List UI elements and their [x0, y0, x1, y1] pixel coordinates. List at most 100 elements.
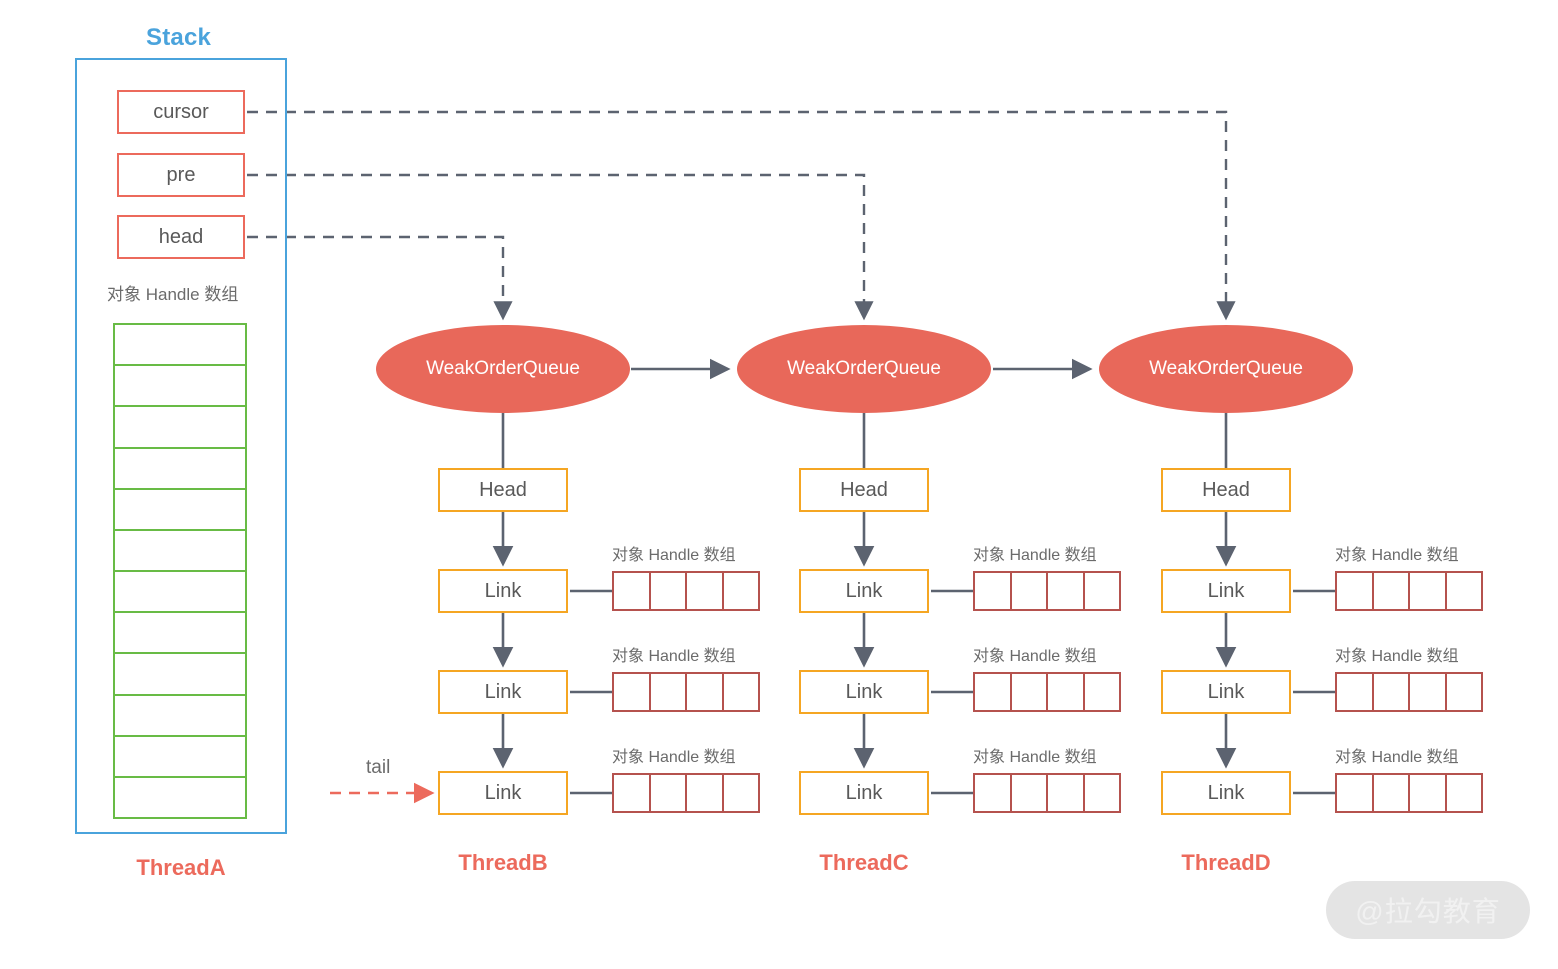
thread-label-d: ThreadD: [1181, 850, 1271, 875]
thread-label-a: ThreadA: [136, 855, 226, 880]
handle-array-label-c-3: 对象 Handle 数组: [973, 749, 1097, 766]
handle-array-d-2: [1335, 672, 1483, 712]
handle-cell: [687, 674, 724, 710]
handle-cell: [614, 775, 651, 811]
stack-handle-cell: [115, 737, 245, 778]
head-node-label: Head: [479, 478, 527, 501]
stack-handle-array-label: 对象 Handle 数组: [107, 285, 239, 304]
link-node-label: Link: [484, 781, 522, 804]
tail-pointer-label: tail: [366, 757, 391, 778]
handle-array-label-b-1: 对象 Handle 数组: [612, 547, 736, 564]
head-node-b[interactable]: Head: [438, 468, 568, 512]
thread-label-c: ThreadC: [819, 850, 909, 875]
connector-cursor-to-queue-d: [247, 110, 1236, 321]
link-node-d-1[interactable]: Link: [1161, 569, 1291, 613]
head-node-d[interactable]: Head: [1161, 468, 1291, 512]
link-node-c-3[interactable]: Link: [799, 771, 929, 815]
link-node-b-2[interactable]: Link: [438, 670, 568, 714]
weak-order-queue-label: WeakOrderQueue: [787, 358, 941, 379]
stack-handle-cell: [115, 531, 245, 573]
stack-pointer-pre-label: pre: [166, 163, 196, 186]
handle-array-c-2: [973, 672, 1121, 712]
link-node-c-1[interactable]: Link: [799, 569, 929, 613]
handle-array-c-1: [973, 571, 1121, 611]
handle-array-c-3: [973, 773, 1121, 813]
handle-cell: [724, 674, 759, 710]
stack-handle-cell: [115, 778, 245, 817]
stack-handle-cell: [115, 490, 245, 531]
link-node-label: Link: [1207, 781, 1245, 804]
handle-array-label-b-2: 对象 Handle 数组: [612, 648, 736, 665]
handle-cell: [1048, 674, 1085, 710]
weak-order-queue-c[interactable]: WeakOrderQueue: [737, 325, 991, 413]
handle-cell: [1410, 775, 1447, 811]
watermark-text: @拉勾教育: [1355, 896, 1501, 927]
stack-title: Stack: [146, 24, 212, 51]
handle-cell: [1337, 775, 1374, 811]
link-node-label: Link: [845, 680, 883, 703]
stack-handle-array: [113, 323, 247, 819]
handle-array-label-d-1: 对象 Handle 数组: [1335, 547, 1459, 564]
link-node-d-2[interactable]: Link: [1161, 670, 1291, 714]
handle-cell: [1085, 674, 1120, 710]
handle-cell: [1048, 775, 1085, 811]
handle-array-d-3: [1335, 773, 1483, 813]
handle-array-d-1: [1335, 571, 1483, 611]
handle-cell: [1447, 674, 1482, 710]
handle-cell: [1410, 573, 1447, 609]
handle-cell: [1374, 775, 1410, 811]
handle-cell: [1085, 573, 1120, 609]
link-node-label: Link: [1207, 579, 1245, 602]
handle-cell: [651, 674, 687, 710]
stack-pointer-pre[interactable]: pre: [117, 153, 245, 197]
handle-cell: [1374, 674, 1410, 710]
stack-container: [75, 58, 287, 834]
stack-pointer-head-label: head: [158, 225, 204, 248]
weak-order-queue-label: WeakOrderQueue: [426, 358, 580, 379]
handle-array-b-2: [612, 672, 760, 712]
link-node-label: Link: [845, 579, 883, 602]
weak-order-queue-label: WeakOrderQueue: [1149, 358, 1303, 379]
link-node-label: Link: [484, 680, 522, 703]
stack-handle-cell: [115, 325, 245, 367]
handle-cell: [687, 775, 724, 811]
handle-cell: [1447, 573, 1482, 609]
thread-label-b: ThreadB: [458, 850, 548, 875]
stack-handle-cell: [115, 572, 245, 614]
handle-cell: [1012, 573, 1048, 609]
link-node-b-3[interactable]: Link: [438, 771, 568, 815]
handle-array-b-3: [612, 773, 760, 813]
stack-pointer-cursor[interactable]: cursor: [117, 90, 245, 134]
weak-order-queue-b[interactable]: WeakOrderQueue: [376, 325, 630, 413]
handle-cell: [1447, 775, 1482, 811]
head-node-label: Head: [1202, 478, 1250, 501]
stack-pointer-cursor-label: cursor: [153, 100, 209, 123]
handle-cell: [1337, 573, 1374, 609]
handle-cell: [1048, 573, 1085, 609]
watermark: @拉勾教育: [1326, 881, 1530, 939]
handle-array-label-b-3: 对象 Handle 数组: [612, 749, 736, 766]
stack-handle-cell: [115, 449, 245, 490]
handle-array-label-c-1: 对象 Handle 数组: [973, 547, 1097, 564]
stack-pointer-head[interactable]: head: [117, 215, 245, 259]
handle-cell: [614, 674, 651, 710]
handle-cell: [975, 775, 1012, 811]
link-node-label: Link: [484, 579, 522, 602]
handle-cell: [724, 573, 759, 609]
handle-array-label-d-2: 对象 Handle 数组: [1335, 648, 1459, 665]
link-node-b-1[interactable]: Link: [438, 569, 568, 613]
handle-array-label-c-2: 对象 Handle 数组: [973, 648, 1097, 665]
head-node-label: Head: [840, 478, 888, 501]
handle-cell: [1012, 674, 1048, 710]
handle-cell: [975, 573, 1012, 609]
handle-cell: [1085, 775, 1120, 811]
handle-array-label-d-3: 对象 Handle 数组: [1335, 749, 1459, 766]
handle-cell: [651, 775, 687, 811]
head-node-c[interactable]: Head: [799, 468, 929, 512]
weak-order-queue-d[interactable]: WeakOrderQueue: [1099, 325, 1353, 413]
stack-handle-cell: [115, 613, 245, 655]
link-node-d-3[interactable]: Link: [1161, 771, 1291, 815]
link-node-c-2[interactable]: Link: [799, 670, 929, 714]
link-node-label: Link: [1207, 680, 1245, 703]
